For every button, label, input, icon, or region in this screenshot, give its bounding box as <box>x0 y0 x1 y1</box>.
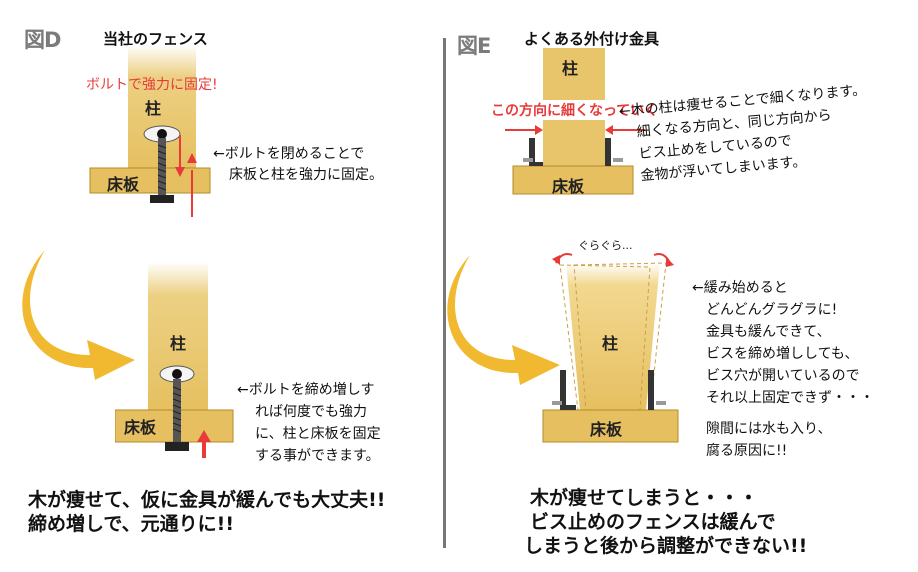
curved-arrow-d <box>22 250 135 380</box>
panel-divider <box>443 38 446 548</box>
external-bracket-diagram-bottom <box>542 253 679 443</box>
fence-bolt-diagram-top <box>89 45 211 217</box>
floor-label-top-d: 床板 <box>107 175 140 194</box>
floor-board-top-d <box>89 167 211 194</box>
floor-label-bottom-e: 床板 <box>590 420 623 439</box>
curved-arrow-e <box>447 255 560 385</box>
fence-bolt-diagram-bottom <box>115 262 234 458</box>
post-label-bottom-d: 柱 <box>170 334 187 353</box>
post-label-top-e: 柱 <box>562 59 579 78</box>
top-note-d: ←ボルトを閉めることで 床板と柱を強力に固定。 <box>213 146 383 183</box>
panel-d-title: 当社のフェンス <box>103 30 208 48</box>
water-note-e: 隙間には水も入り、 腐る原因に!! <box>706 421 832 459</box>
post-label-top-d: 柱 <box>145 99 162 118</box>
bottom-note-e: ←緩み始めると どんどんグラグラに! 金具も緩んできて、 ビスを締め増ししても、… <box>692 280 874 406</box>
figure-e-label: 図E <box>457 34 491 58</box>
bolt-callout: ボルトで強力に固定! <box>86 77 218 93</box>
bolt-shaft-top-d <box>158 138 166 200</box>
bottom-nut-top-d <box>150 195 174 203</box>
top-note-e: ←木の柱は痩せることで細くなります。 細くなる方向と、同じ方向から ビス止めをし… <box>618 82 867 185</box>
bottom-note-d: ←ボルトを締め増しす れば何度でも強力 に、柱と床板を固定 する事ができます。 <box>237 382 381 464</box>
panel-e-title: よくある外付け金具 <box>524 30 660 48</box>
right-bracket-top-e <box>605 138 611 166</box>
conclusion-e: 木が痩せてしまうと・・・ ビス止めのフェンスは緩んで しまうと後から調整ができな… <box>524 487 808 557</box>
floor-board-bottom-e <box>542 409 679 443</box>
conclusion-d: 木が痩せて、仮に金具が緩んでも大丈夫!! 締め増しで、元通りに!! <box>28 489 386 535</box>
wobble-label: ぐらぐら... <box>578 239 633 252</box>
figure-d-label: 図D <box>24 28 61 52</box>
post-label-bottom-e: 柱 <box>602 334 619 353</box>
up-arrow-bottom-d <box>202 440 206 458</box>
direction-callout: この方向に細くなっていく <box>489 100 661 120</box>
post-bottom-e <box>566 263 660 410</box>
nut-top-d <box>157 129 167 139</box>
floor-board-top-e <box>512 165 634 195</box>
left-bracket-bottom-e <box>560 370 576 410</box>
floor-label-bottom-d: 床板 <box>124 418 157 437</box>
floor-label-top-e: 床板 <box>552 177 585 196</box>
right-bracket-bottom-e <box>648 370 654 410</box>
